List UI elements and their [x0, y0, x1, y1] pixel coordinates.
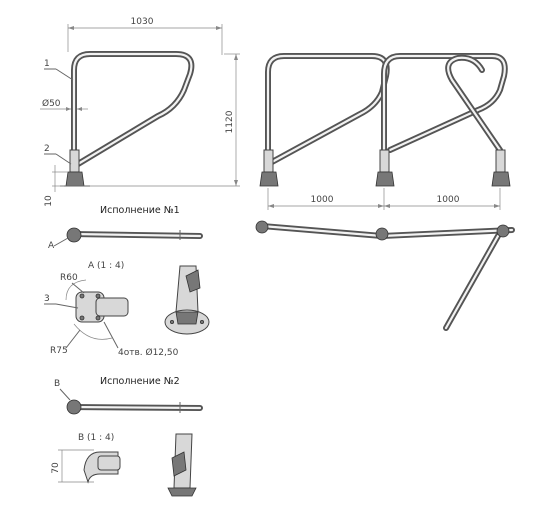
variant-1-top-view: A [48, 227, 203, 251]
iso-hole-1 [169, 319, 174, 324]
variant-2-rail-highlight [68, 405, 202, 410]
flange-hole-1 [79, 293, 85, 299]
span-1-label: 1000 [311, 195, 334, 205]
radius-60-leader [71, 282, 85, 294]
front-view-assembly: 1000 1000 [259, 53, 511, 210]
variant-1-flange [66, 227, 82, 243]
callout-1-label: 1 [44, 59, 50, 69]
diameter-arrow-left [66, 107, 71, 111]
detail-b-bracket-plan: 70 [51, 449, 121, 484]
view-a-leader [53, 237, 69, 247]
top-view-flange-2 [375, 227, 389, 241]
holes-leader [103, 321, 119, 349]
bracket-tube-stub [97, 455, 121, 471]
iso-hole-2 [199, 319, 204, 324]
detail-a-isometric [164, 265, 210, 335]
view-a-marker: A [48, 241, 55, 251]
front-view-single-section: 1030 1120 Ø50 10 1 2 [40, 17, 240, 207]
height-arrow-top [234, 54, 238, 60]
variant-2-heading: Исполнение №2 [100, 376, 180, 387]
post-sleeve [69, 149, 80, 173]
span-arrow-3 [384, 204, 390, 208]
height-arrow-bottom [234, 180, 238, 186]
width-dimension-label: 1030 [131, 17, 154, 27]
view-b-marker: B [54, 379, 60, 389]
height-70-label: 70 [51, 462, 61, 474]
variant-2-top-view: B [54, 379, 203, 415]
iso-bracket [185, 269, 201, 293]
flange-tube-stub [95, 297, 129, 317]
base-height-label: 10 [44, 195, 54, 207]
detail-b-isometric [167, 433, 197, 497]
height-dimension-label: 1120 [225, 110, 235, 133]
variant-2-flange [66, 399, 82, 415]
flange-hole-4 [95, 315, 101, 321]
top-view-swing-arm-highlight [444, 234, 500, 330]
railing-frame-tube [71, 51, 195, 175]
span-arrow-1 [268, 204, 274, 208]
callout-1-leader [55, 68, 74, 81]
top-view-flange-3 [496, 224, 510, 238]
iso-b-foot [167, 487, 197, 497]
assembly-cross-brace-highlight [447, 56, 502, 174]
radius-75-arc [73, 323, 113, 340]
variant-1-heading: Исполнение №1 [100, 205, 180, 216]
assembly-section-2-highlight [382, 54, 506, 174]
iso-b-bracket [171, 451, 187, 477]
assembly-post-sleeve-2 [379, 149, 390, 173]
assembly-cross-brace [445, 54, 503, 175]
span-2-label: 1000 [437, 195, 460, 205]
iso-collar [175, 311, 199, 325]
radius-60-label: R60 [60, 273, 78, 283]
view-b-leader [59, 388, 71, 401]
assembly-section-1-highlight [266, 54, 388, 174]
assembly-section-2-tube [381, 53, 508, 175]
callout-2-label: 2 [44, 144, 50, 154]
top-view-assembly [255, 220, 515, 331]
width-arrow-left [68, 26, 74, 30]
detail-b-heading: B (1 : 4) [78, 433, 114, 443]
top-view-flange-1 [255, 220, 269, 234]
detail-a-heading: A (1 : 4) [88, 261, 124, 271]
assembly-foot-1 [259, 171, 279, 187]
assembly-post-sleeve-1 [263, 149, 274, 173]
span-arrow-4 [494, 204, 500, 208]
radius-75-label: R75 [50, 346, 68, 356]
radius-60-arc [65, 279, 87, 301]
span-arrow-2 [378, 204, 384, 208]
tube-diameter-label: Ø50 [42, 98, 61, 109]
railing-frame-highlight [72, 52, 193, 174]
assembly-foot-3 [491, 171, 511, 187]
callout-2-leader [55, 153, 72, 165]
holes-label: 4отв. Ø12,50 [118, 347, 179, 358]
assembly-post-sleeve-3 [495, 149, 506, 173]
callout-3-leader [55, 303, 79, 309]
diameter-arrow-right [77, 107, 82, 111]
radius-75-leader [65, 329, 81, 349]
assembly-foot-2 [375, 171, 395, 187]
variant-1-rail-highlight [70, 232, 202, 238]
flange-hole-3 [79, 315, 85, 321]
detail-a-flange-plan: R60 3 R75 4отв. Ø12,50 [44, 273, 179, 358]
flange-hole-2 [95, 293, 101, 299]
post-foot [65, 171, 85, 187]
width-arrow-right [216, 26, 222, 30]
callout-3-label: 3 [44, 294, 50, 304]
